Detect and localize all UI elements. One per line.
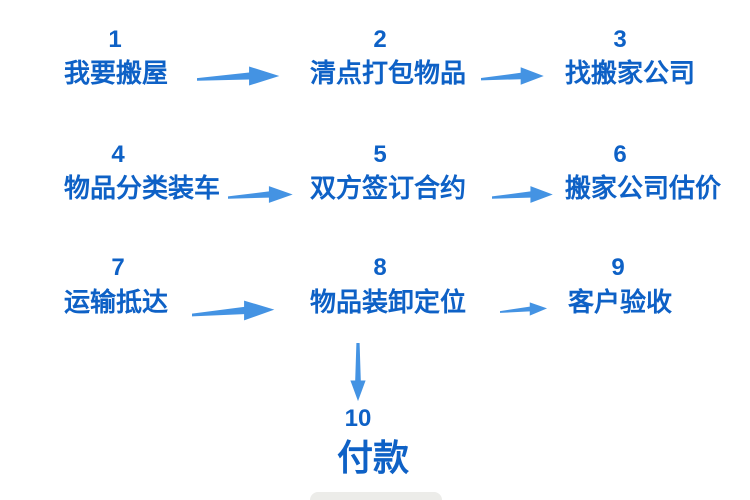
step-label-4: 物品分类装车 — [64, 173, 221, 203]
step-number-10: 10 — [344, 405, 372, 432]
step-number-1: 1 — [108, 26, 122, 53]
step-label-7: 运输抵达 — [64, 287, 169, 317]
arrow-right-icon-5-6 — [492, 183, 554, 206]
step-number-7: 7 — [111, 254, 125, 281]
cropped-bottom-element — [310, 492, 442, 500]
step-label-8: 物品装卸定位 — [310, 287, 467, 317]
step-label-10: 付款 — [336, 437, 409, 478]
arrow-right-icon-7-8 — [192, 297, 276, 324]
step-number-9: 9 — [611, 254, 625, 281]
step-label-6: 搬家公司估价 — [565, 173, 722, 203]
arrow-right-icon-1-2 — [197, 63, 281, 89]
arrow-right-icon-8-9 — [500, 300, 548, 318]
step-number-6: 6 — [613, 141, 627, 168]
step-number-8: 8 — [373, 254, 387, 281]
step-number-5: 5 — [373, 141, 387, 168]
step-number-3: 3 — [613, 26, 627, 53]
step-label-3: 找搬家公司 — [565, 58, 696, 88]
step-label-1: 我要搬屋 — [64, 58, 169, 88]
step-label-5: 双方签订合约 — [310, 173, 467, 203]
step-label-2: 清点打包物品 — [310, 58, 467, 88]
arrow-right-icon-2-3 — [481, 64, 545, 88]
step-label-9: 客户验收 — [568, 287, 673, 317]
step-number-4: 4 — [111, 141, 125, 168]
arrow-right-icon-4-5 — [228, 183, 294, 206]
arrow-down-icon-8-10 — [346, 343, 370, 403]
step-number-2: 2 — [373, 26, 387, 53]
